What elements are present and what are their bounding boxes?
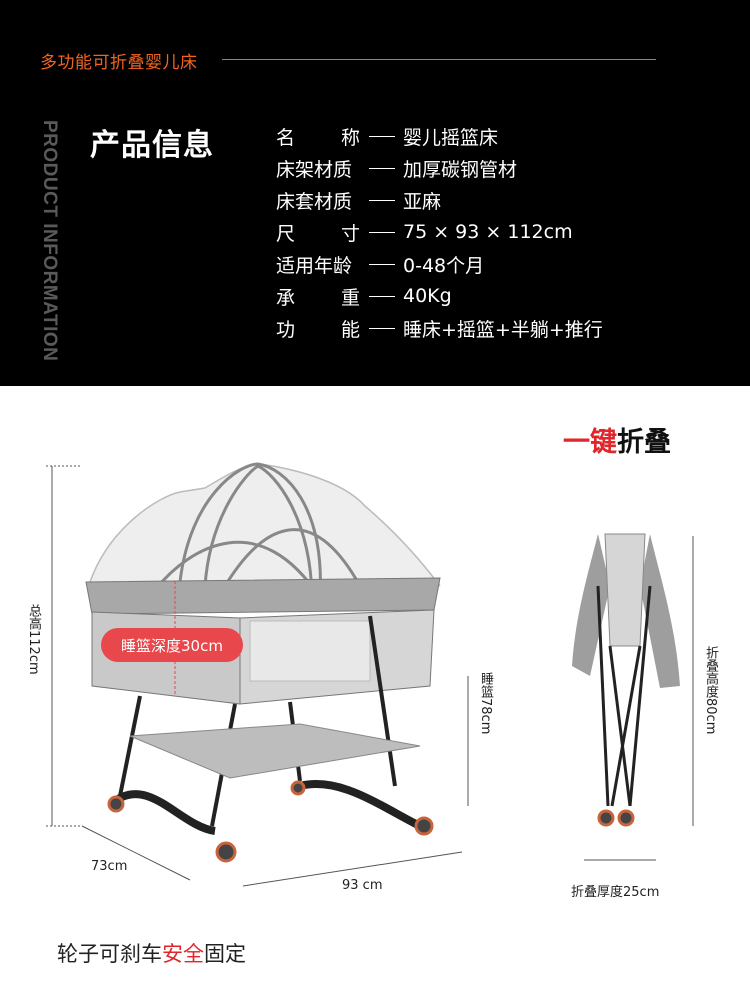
spec-label: 床套材质 xyxy=(276,190,353,213)
crib-wheels xyxy=(107,780,434,863)
spec-label-char: 称 xyxy=(340,126,360,149)
fold-title-rest: 折叠 xyxy=(617,427,671,458)
spec-label-char: 承 xyxy=(276,286,296,309)
width-label: 73cm xyxy=(91,859,128,874)
folded-crib-illustration xyxy=(572,533,680,827)
spec-dash xyxy=(369,327,395,329)
crib-bassinet xyxy=(85,577,441,705)
spec-dash xyxy=(369,263,395,265)
brand-divider-line xyxy=(222,59,656,60)
folded-thickness-label: 折叠厚度25cm xyxy=(571,885,660,900)
caption-part1: 轮子可刹车 xyxy=(57,942,162,966)
wheel-brake-caption: 轮子可刹车安全固定 xyxy=(57,938,246,968)
spec-label-char: 功 xyxy=(276,318,296,341)
length-label: 93 cm xyxy=(342,878,383,893)
spec-row-name: 名称 婴儿摇篮床 xyxy=(276,120,603,152)
spec-row-size: 尺寸 75 × 93 × 112cm xyxy=(276,216,603,248)
spec-dash xyxy=(369,167,395,169)
total-height-dimension-line xyxy=(46,465,80,827)
spec-value: 0-48个月 xyxy=(403,254,485,277)
spec-label-char: 尺 xyxy=(276,222,296,245)
spec-label-char: 重 xyxy=(340,286,360,309)
spec-label: 承重 xyxy=(276,283,360,310)
spec-row-age: 适用年龄 0-48个月 xyxy=(276,248,603,280)
spec-list: 名称 婴儿摇篮床 床架材质 加厚碳钢管材 床套材质 亚麻 尺寸 75 × 93 … xyxy=(276,120,603,344)
spec-dash xyxy=(369,231,395,233)
width-dimension-line xyxy=(81,825,191,881)
bassinet-depth-badge: 睡篮深度30cm xyxy=(101,628,243,662)
spec-dash xyxy=(369,135,395,137)
spec-label: 适用年龄 xyxy=(276,254,353,277)
spec-dash xyxy=(369,295,395,297)
spec-label-char: 能 xyxy=(340,318,360,341)
total-height-label: 总高112cm xyxy=(26,604,41,675)
spec-label: 功能 xyxy=(276,315,360,342)
spec-row-frame-material: 床架材质 加厚碳钢管材 xyxy=(276,152,603,184)
spec-label: 床架材质 xyxy=(276,158,353,181)
spec-value: 亚麻 xyxy=(403,190,442,213)
bed-height-label: 睡篮78cm xyxy=(478,672,493,735)
spec-label: 尺寸 xyxy=(276,219,360,246)
spec-row-function: 功能 睡床+摇篮+半躺+推行 xyxy=(276,312,603,344)
spec-value: 睡床+摇篮+半躺+推行 xyxy=(403,318,603,341)
spec-label-char: 寸 xyxy=(340,222,360,245)
caption-accent: 安全 xyxy=(162,942,204,966)
spec-value: 加厚碳钢管材 xyxy=(403,158,518,181)
spec-dash xyxy=(369,199,395,201)
crib-storage-basket xyxy=(129,723,421,779)
product-illustration xyxy=(46,462,694,887)
crib-canopy xyxy=(89,462,441,599)
spec-label: 名称 xyxy=(276,123,360,150)
product-info-panel: 多功能可折叠婴儿床 PRODUCT INFORMATION 产品信息 名称 婴儿… xyxy=(0,0,750,386)
spec-row-cover-material: 床套材质 亚麻 xyxy=(276,184,603,216)
one-key-fold-title: 一键折叠 xyxy=(563,420,671,459)
product-information-vertical-text: PRODUCT INFORMATION xyxy=(39,120,60,362)
fold-title-accent: 一键 xyxy=(563,427,617,458)
spec-value: 75 × 93 × 112cm xyxy=(403,221,573,243)
spec-value: 婴儿摇篮床 xyxy=(403,126,499,149)
spec-label-char: 名 xyxy=(276,126,296,149)
brand-title: 多功能可折叠婴儿床 xyxy=(40,53,198,73)
spec-value: 40Kg xyxy=(403,285,452,307)
spec-row-load: 承重 40Kg xyxy=(276,280,603,312)
folded-height-label: 折叠高度80cm xyxy=(703,646,718,735)
caption-part2: 固定 xyxy=(204,942,246,966)
section-title: 产品信息 xyxy=(90,128,214,163)
length-dimension-line xyxy=(242,851,463,887)
